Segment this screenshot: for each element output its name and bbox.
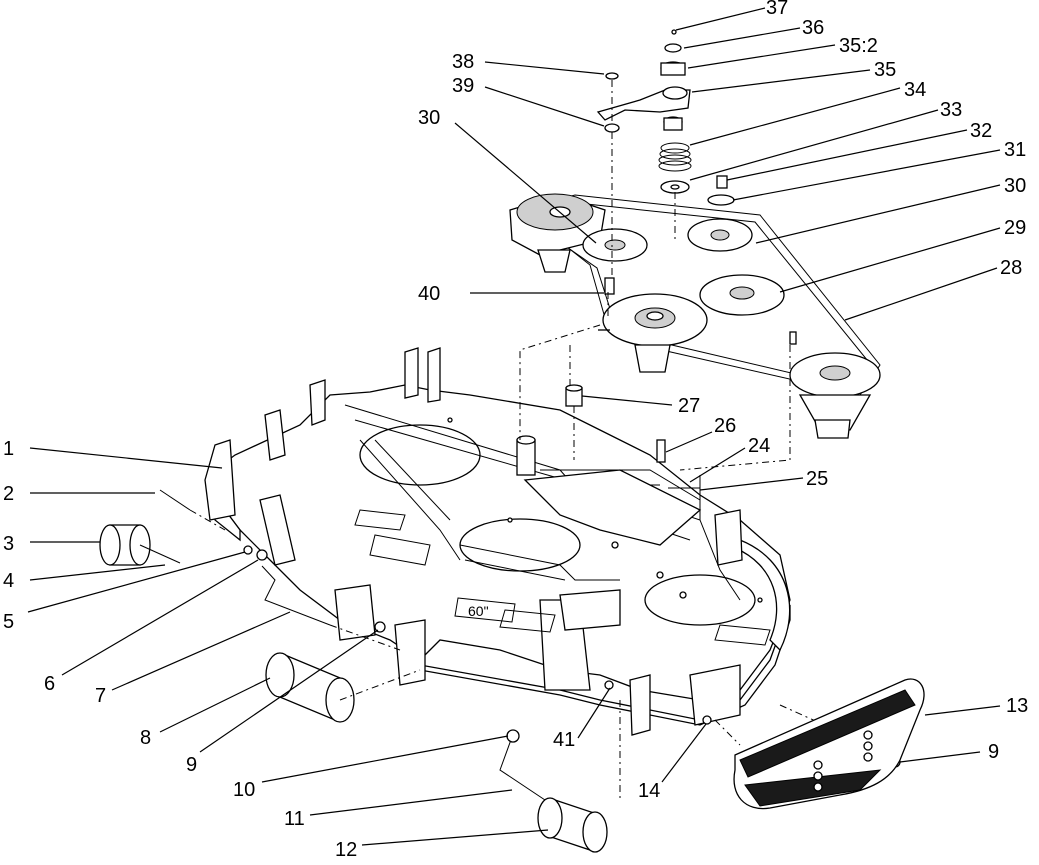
- callout-29: 29: [1004, 217, 1026, 239]
- callout-7: 7: [95, 685, 106, 707]
- idler-spring: [658, 142, 692, 172]
- callout-5: 5: [3, 611, 14, 633]
- callout-8: 8: [140, 727, 151, 749]
- callout-12: 12: [335, 839, 357, 861]
- leader-lines: [27, 7, 1001, 846]
- callout-25: 25: [806, 468, 828, 490]
- callout-33: 33: [940, 99, 962, 121]
- anti-scalp-rollers: [99, 489, 901, 853]
- front-bumper: [733, 678, 925, 810]
- callout-34: 34: [904, 79, 926, 101]
- callout-27: 27: [678, 395, 700, 417]
- callout-35: 35: [874, 59, 896, 81]
- callout-labels: 1 2 3 4 5 6 7 8 9 9 10 11 12 13 14 24 25…: [3, 0, 1028, 861]
- callout-38: 38: [452, 51, 474, 73]
- callout-1: 1: [3, 438, 14, 460]
- mower-deck: 60": [204, 347, 791, 736]
- callout-32: 32: [970, 120, 992, 142]
- callout-13: 13: [1006, 695, 1028, 717]
- belt-pulley-assembly: [509, 29, 881, 500]
- callout-30-left: 30: [418, 107, 440, 129]
- callout-14: 14: [638, 780, 660, 802]
- callout-31: 31: [1004, 139, 1026, 161]
- callout-6: 6: [44, 673, 55, 695]
- callout-36: 36: [802, 17, 824, 39]
- callout-41: 41: [553, 729, 575, 751]
- callout-4: 4: [3, 570, 14, 592]
- callout-10: 10: [233, 779, 255, 801]
- callout-40: 40: [418, 283, 440, 305]
- callout-11: 11: [284, 808, 305, 830]
- callout-28: 28: [1000, 257, 1022, 279]
- callout-37: 37: [766, 0, 788, 19]
- callout-2: 2: [3, 483, 14, 505]
- callout-26: 26: [714, 415, 736, 437]
- deck-size-decal: 60": [468, 603, 489, 619]
- callout-35-2: 35:2: [839, 35, 878, 57]
- callout-9-left: 9: [186, 754, 197, 776]
- callout-24: 24: [748, 435, 770, 457]
- callout-9-right: 9: [988, 741, 999, 763]
- callout-3: 3: [3, 533, 14, 555]
- callout-39: 39: [452, 75, 474, 97]
- callout-30-right: 30: [1004, 175, 1026, 197]
